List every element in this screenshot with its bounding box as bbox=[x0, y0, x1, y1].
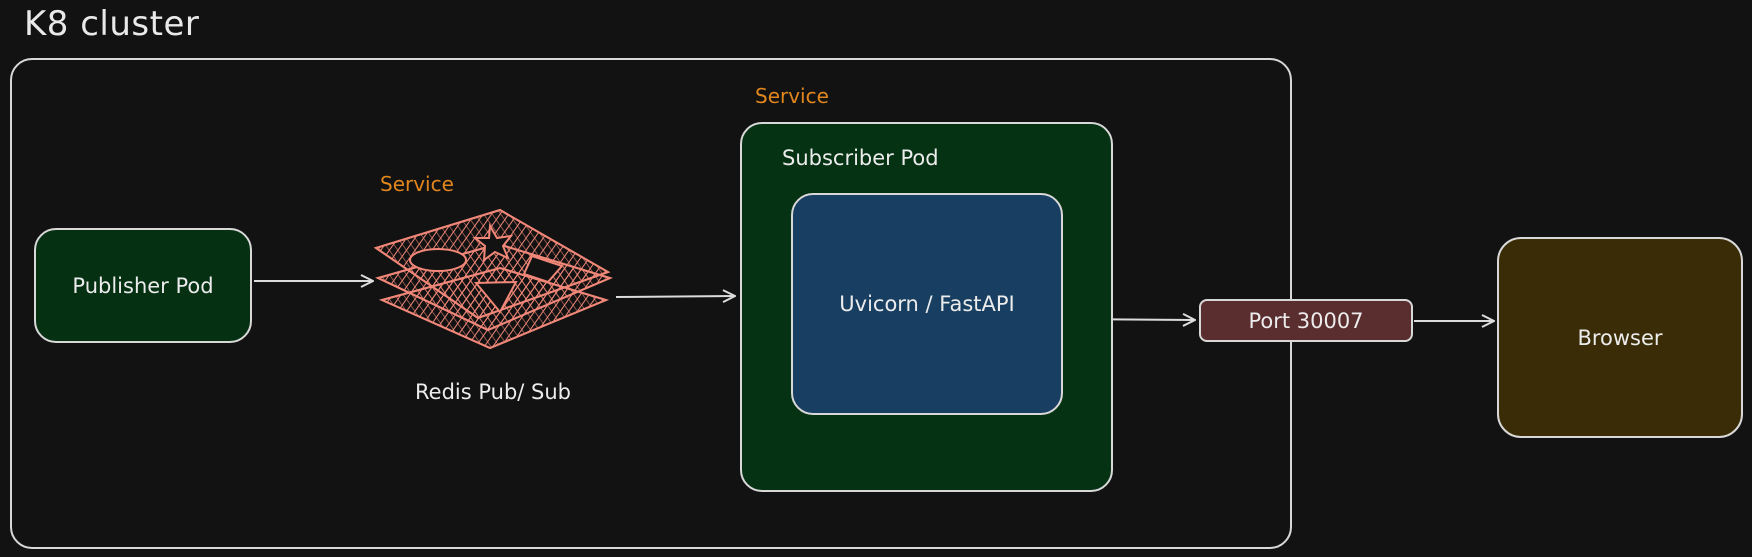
redis-service-label: Service bbox=[380, 172, 454, 196]
arrow-redis-to-subscriber bbox=[615, 296, 734, 297]
publisher-pod: Publisher Pod bbox=[34, 228, 252, 343]
browser-box: Browser bbox=[1497, 237, 1743, 438]
port-label: Port 30007 bbox=[1248, 308, 1364, 333]
redis-label: Redis Pub/ Sub bbox=[415, 380, 572, 404]
port-box: Port 30007 bbox=[1199, 299, 1413, 342]
uvicorn-label: Uvicorn / FastAPI bbox=[839, 292, 1015, 316]
subscriber-pod-label: Subscriber Pod bbox=[782, 146, 939, 170]
uvicorn-fastapi-box: Uvicorn / FastAPI bbox=[791, 193, 1063, 415]
subscriber-service-label: Service bbox=[755, 84, 829, 108]
browser-label: Browser bbox=[1577, 325, 1663, 350]
cluster-title: K8 cluster bbox=[24, 4, 200, 44]
publisher-pod-label: Publisher Pod bbox=[72, 273, 214, 298]
redis-layers-icon bbox=[373, 208, 613, 350]
